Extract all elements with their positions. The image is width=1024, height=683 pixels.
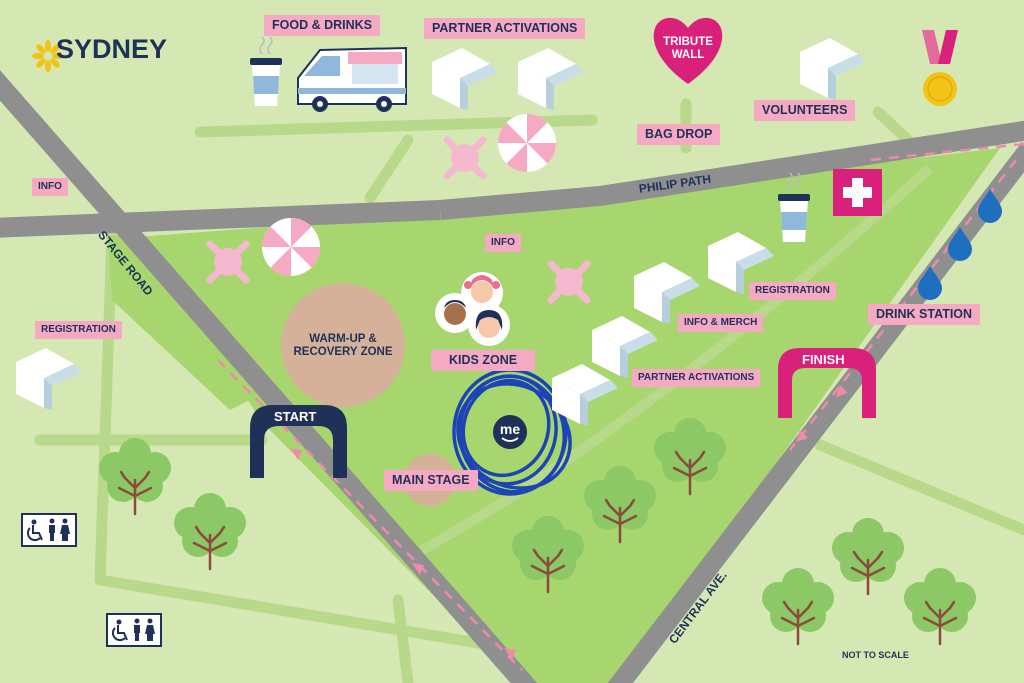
main-stage-label: MAIN STAGE <box>384 470 478 491</box>
info-merch-label: INFO & MERCH <box>678 314 764 332</box>
roads <box>0 70 1024 683</box>
coffee-cup-icon <box>249 36 283 107</box>
umbrella-icon <box>498 114 556 172</box>
info-left-label: INFO <box>32 178 68 196</box>
tree-icon <box>830 516 906 596</box>
umbrella-icon <box>262 218 320 276</box>
picnic-table-icon <box>447 140 483 176</box>
tent-icon <box>432 48 498 110</box>
warmup-label: WARM-UP & RECOVERY ZONE <box>293 333 393 358</box>
first-aid-icon <box>833 169 882 216</box>
sponsor-logo-text: me <box>500 421 520 437</box>
tent-icon <box>518 48 584 110</box>
park-area-left <box>108 236 250 410</box>
accessible-toilet-icon <box>106 613 162 647</box>
partner-activations-mid-label: PARTNER ACTIVATIONS <box>632 369 761 387</box>
bag-drop-label: BAG DROP <box>637 124 721 145</box>
route-arrows <box>290 385 848 660</box>
registration-left-label: REGISTRATION <box>35 321 122 339</box>
drink-station-label: DRINK STATION <box>868 304 981 325</box>
tent-icon <box>800 38 866 100</box>
kids-faces-icon <box>435 272 510 346</box>
picnic-table-icon <box>551 264 587 300</box>
tent-icon <box>16 348 82 410</box>
finish-arch-icon <box>778 348 876 418</box>
partner-activations-top-label: PARTNER ACTIVATIONS <box>424 18 586 39</box>
inner-path <box>419 164 934 555</box>
picnic-table-icon <box>210 244 246 280</box>
food-truck-icon <box>297 46 407 112</box>
medal-icon <box>922 30 958 106</box>
not-to-scale-label: NOT TO SCALE <box>842 650 909 660</box>
registration-right-label: REGISTRATION <box>749 282 836 300</box>
tree-icon <box>902 566 978 646</box>
sunflower-logo-icon <box>32 40 64 72</box>
start-label: START <box>274 409 317 424</box>
me-bank-logo-icon: me <box>493 415 527 449</box>
kids-zone-label: KIDS ZONE <box>431 350 536 371</box>
tree-icon <box>760 566 836 646</box>
heart-icon <box>653 17 723 84</box>
info-center-label: INFO <box>485 234 521 252</box>
tribute-wall-label: TRIBUTE WALL <box>663 36 713 61</box>
food-drinks-label: FOOD & DRINKS <box>264 15 380 36</box>
sponsor-scribble <box>452 368 572 496</box>
finish-label: FINISH <box>802 352 845 367</box>
volunteers-label: VOLUNTEERS <box>754 100 856 121</box>
warmup-zone-area <box>281 283 405 407</box>
brand-title: SYDNEY <box>56 34 168 64</box>
start-arch-icon <box>250 405 347 478</box>
accessible-toilet-icon <box>21 513 77 547</box>
tree-icon <box>172 491 248 571</box>
